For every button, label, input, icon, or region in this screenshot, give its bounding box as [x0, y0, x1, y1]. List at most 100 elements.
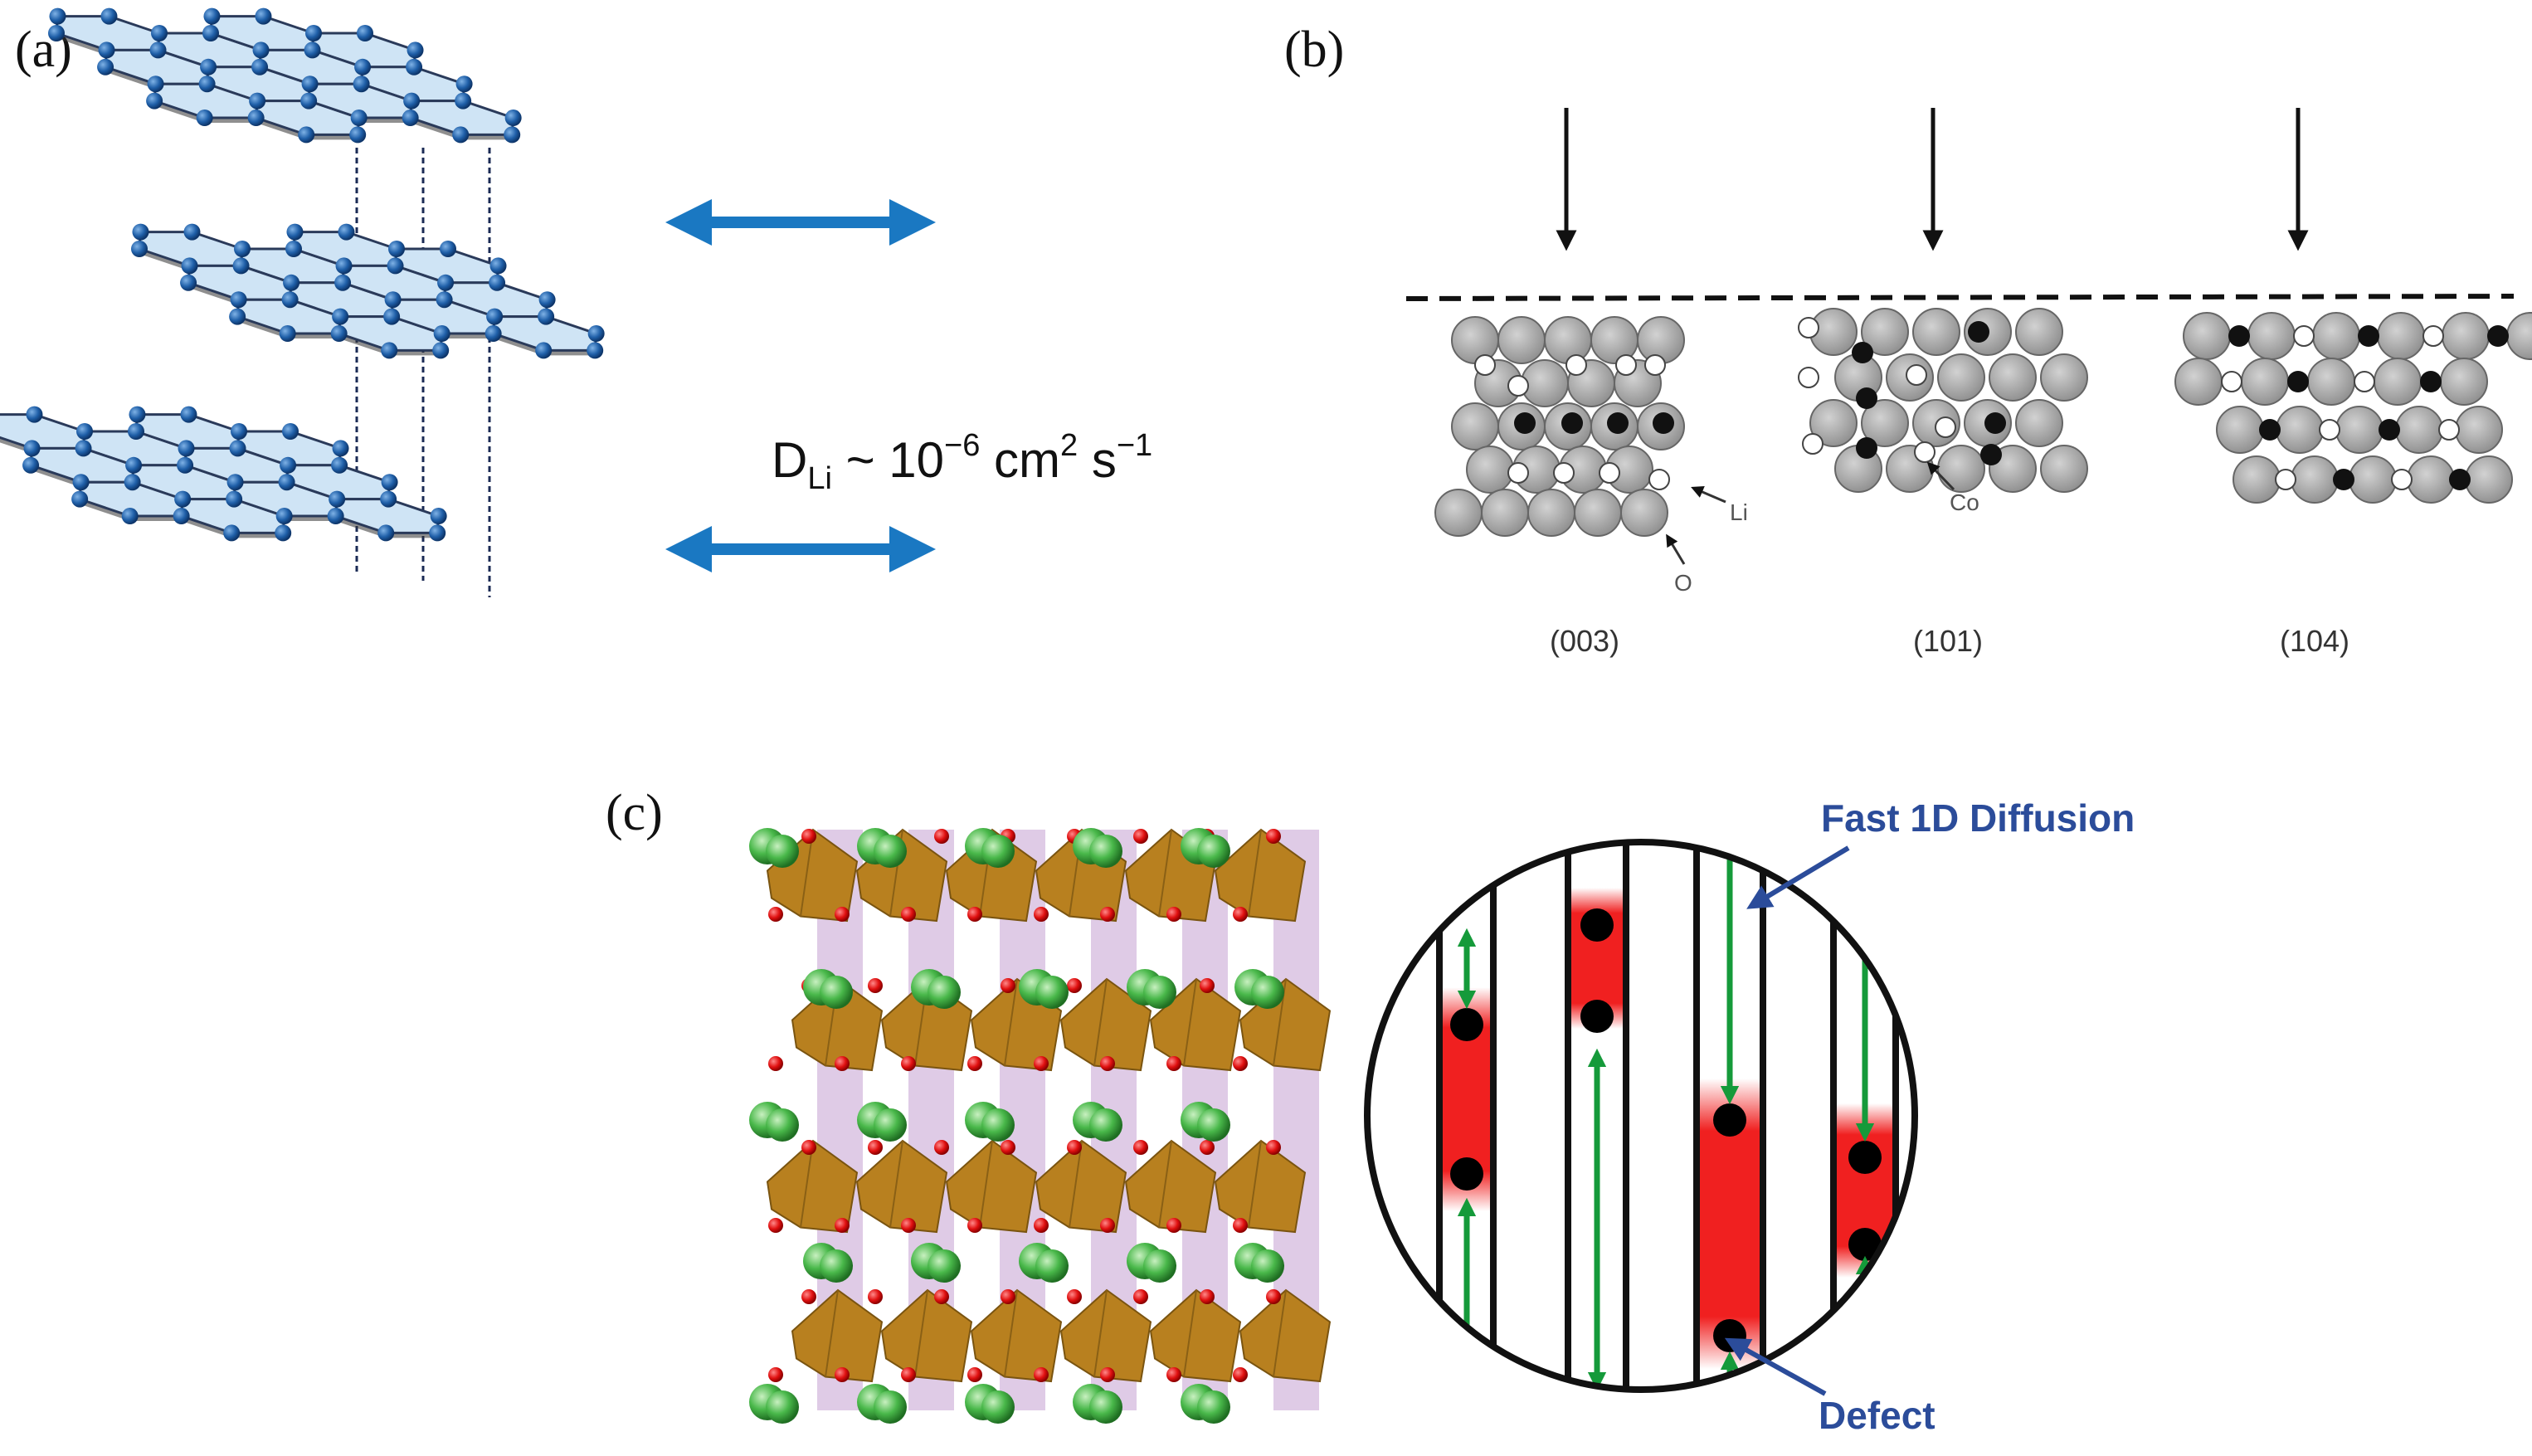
lithium-atom [1553, 462, 1575, 484]
octahedron-edge [1158, 1140, 1172, 1228]
oxygen-atom [1266, 1140, 1281, 1155]
carbon-atom [252, 41, 270, 59]
carbon-atom [329, 490, 346, 508]
cobalt-atom [2487, 325, 2509, 347]
oxygen-atom [2307, 358, 2355, 406]
oxygen-atom [1937, 445, 1985, 493]
oxygen-atom [2183, 312, 2231, 360]
octahedron-edge [1069, 1140, 1083, 1228]
channel-circle-outline [1364, 839, 1918, 1393]
lithium-atom [2391, 469, 2413, 490]
graphene-sheet [0, 406, 447, 542]
oxygen-atom [1067, 1289, 1082, 1304]
carbon-atom [384, 291, 402, 309]
oxygen-atom [1497, 316, 1546, 364]
carbon-atom [178, 440, 195, 457]
defect-site [1580, 908, 1614, 942]
carbon-atom [76, 423, 93, 440]
cobalt-atom [2449, 469, 2471, 490]
oxygen-atom [1620, 489, 1668, 537]
carbon-atom [406, 58, 423, 75]
feo6-octahedron [880, 1288, 973, 1383]
carbon-atom [349, 126, 367, 144]
oxygen-atom [967, 907, 982, 922]
oxygen-atom [2015, 308, 2063, 356]
cobalt-atom [1984, 412, 2006, 434]
panel-a: (a) DLi ~ 10−6 cm2 s−1 [0, 7, 1152, 597]
carbon-atom [275, 524, 292, 542]
lithium-atom [1089, 1108, 1122, 1142]
oxygen-atom [1544, 316, 1592, 364]
carbon-atom [587, 342, 604, 359]
oxygen-atom [2216, 406, 2264, 454]
defect-pointer [1724, 1337, 1827, 1396]
oxygen-atom [2241, 358, 2289, 406]
oxygen-atom [1133, 1289, 1148, 1304]
carbon-atom [49, 7, 66, 25]
octahedron-edge [825, 1289, 839, 1377]
oxygen-atom [1001, 978, 1015, 993]
carbon-atom [357, 25, 373, 41]
cobalt-atom [1856, 387, 1877, 409]
oxygen-atom [1200, 1140, 1215, 1155]
o-pointer [1666, 533, 1686, 565]
graphene-sheet [131, 223, 605, 359]
panel-b: (b) Li O Co (003) (101) (104) [1284, 22, 2532, 658]
oxygen-atom [1034, 1056, 1049, 1071]
oxygen-atom [1067, 1140, 1082, 1155]
oxygen-atom [2174, 358, 2223, 406]
lithium-atom [1143, 976, 1176, 1009]
graphene-sheet-stack [0, 7, 605, 597]
carbon-atom [281, 291, 299, 309]
carbon-atom [330, 325, 348, 343]
oxygen-atom [2374, 358, 2422, 406]
oxygen-atom [1451, 402, 1499, 450]
facet-label-104: (104) [2280, 624, 2349, 658]
carbon-atom [173, 508, 190, 525]
carbon-atom [255, 7, 272, 25]
carbon-atom [300, 92, 318, 110]
lithium-atom [874, 835, 907, 868]
oxygen-atom [1266, 1289, 1281, 1304]
carbon-atom [283, 274, 300, 291]
oxygen-atom [1100, 1056, 1115, 1071]
carbon-atom [202, 25, 219, 41]
lithium-atom [1035, 1249, 1069, 1283]
oxygen-atom [1100, 1218, 1115, 1233]
oxygen-atom [967, 1056, 982, 1071]
lithium-atom [2275, 469, 2296, 490]
oxygen-atom [1233, 907, 1248, 922]
defect-site [1848, 1141, 1882, 1174]
oxygen-atom [901, 1367, 916, 1382]
oxygen-atom [2395, 406, 2443, 454]
carbon-atom [177, 456, 194, 474]
panel-c-label: (c) [606, 785, 663, 841]
carbon-atom [174, 490, 192, 508]
carbon-atom [486, 308, 504, 325]
cobalt-atom [2333, 469, 2354, 490]
oxygen-atom [967, 1367, 982, 1382]
cobalt-atom [1852, 342, 1873, 363]
octahedron-edge [1093, 978, 1108, 1066]
carbon-atom [226, 490, 243, 508]
cobalt-atom [2228, 325, 2250, 347]
carbon-atom [452, 126, 470, 144]
carbon-atom [535, 342, 553, 359]
oxygen-atom [2442, 312, 2490, 360]
oxygen-atom [1434, 489, 1483, 537]
oxygen-atom [2377, 312, 2425, 360]
lithium-atom [2293, 325, 2315, 347]
carbon-atom [229, 440, 246, 457]
lithium-atom [1798, 317, 1819, 338]
octahedron-edge [1183, 1289, 1197, 1377]
carbon-atom [125, 456, 143, 474]
carbon-atom [338, 223, 355, 241]
oxygen-atom [1861, 308, 1909, 356]
carbon-atom [71, 490, 89, 508]
lithium-atom [981, 835, 1015, 868]
carbon-atom [587, 325, 605, 343]
carbon-atom [301, 75, 319, 93]
carbon-atom [229, 308, 246, 325]
carbon-atom [180, 406, 197, 423]
lithium-atom [1648, 469, 1670, 490]
